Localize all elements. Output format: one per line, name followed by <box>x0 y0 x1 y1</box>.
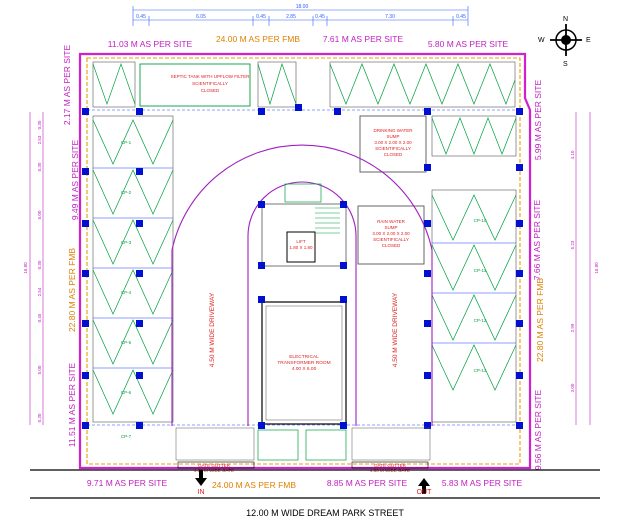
lift-label: 1.80 X 1.80 <box>289 245 313 250</box>
gate-area: GATE GUTTER 4.50 M WIDE GATE GATE GUTTER… <box>175 427 431 473</box>
drinking-water-sump: DRINKING WATER SUMP 3.00 X 2.00 X 2.00 S… <box>359 115 427 173</box>
lift-label: LIFT <box>296 239 306 244</box>
in-arrow-icon: IN <box>195 470 207 496</box>
street: 12.00 M WIDE DREAM PARK STREET <box>30 469 600 518</box>
top-dim-seg-5: 0.45 <box>315 14 325 20</box>
right-stall-label: CP-13 <box>474 368 487 373</box>
site-label-right-1: 5.99 M AS PER SITE <box>533 80 543 161</box>
site-label-top-2: 7.61 M AS PER SITE <box>323 34 404 44</box>
rain-sump-label: RAIN WATER <box>377 219 405 224</box>
top-dim-seg-7: 0.45 <box>456 14 466 20</box>
site-label-bottom-3: 5.83 M AS PER SITE <box>442 478 523 488</box>
right-dim-seg: 4.10 <box>570 150 575 159</box>
septic-label: CLOSED <box>201 88 220 93</box>
driveway-right-label: 4.50 M WIDE DRIVEWAY <box>392 292 399 367</box>
septic-label: SEPTIC TANK WITH UPFLOW FILTER <box>171 74 251 79</box>
compass-w: W <box>538 37 545 44</box>
left-dim-seg: 0.30 <box>37 260 42 269</box>
site-label-left-2: 9.49 M AS PER SITE <box>70 140 80 221</box>
transformer-label: ELECTRICAL <box>289 354 319 360</box>
left-dim-seg: 0.45 <box>37 313 42 322</box>
site-label-right-3: 9.56 M AS PER SITE <box>533 390 543 471</box>
top-dim-seg-2: 6.05 <box>196 14 206 20</box>
site-label-bottom-2: 8.85 M AS PER SITE <box>327 478 408 488</box>
drinking-sump-label: CLOSED <box>384 152 403 157</box>
left-dim-seg: 5.00 <box>37 210 42 219</box>
top-dim-overall: 18.00 <box>296 4 309 10</box>
top-dim-seg-4: 2.85 <box>286 14 296 20</box>
lift-core: LIFT 1.80 X 1.80 <box>261 183 347 267</box>
right-dim-overall: 16.80 <box>594 262 599 274</box>
compass-n: N <box>563 16 568 23</box>
left-dim-seg: 2.53 <box>37 135 42 144</box>
site-label-top-1: 11.03 M AS PER SITE <box>108 39 193 49</box>
transformer-label: TRANSFORMER ROOM <box>277 360 330 366</box>
left-stall-label: CP-1 <box>121 140 132 145</box>
transformer-label: 4.00 X 6.00 <box>292 366 317 372</box>
in-label: IN <box>198 489 205 496</box>
rain-water-sump: RAIN WATER SUMP 3.00 X 2.00 X 2.00 SCIEN… <box>357 205 425 265</box>
driveway-left-label: 4.50 M WIDE DRIVEWAY <box>209 292 216 367</box>
compass-e: E <box>586 37 591 44</box>
top-dimension-chain <box>132 6 469 26</box>
right-dim-seg: 2.99 <box>570 323 575 332</box>
site-label-left-3: 11.51 M AS PER SITE <box>67 362 77 447</box>
out-label: OUT <box>417 489 433 496</box>
left-stall-rows <box>92 119 174 415</box>
left-dim-seg: 0.30 <box>37 120 42 129</box>
site-label-top-3: 5.80 M AS PER SITE <box>428 39 509 49</box>
top-dim-seg-6: 7.30 <box>385 14 395 20</box>
right-stall-label: CP-12 <box>474 318 487 323</box>
top-dim-seg-1: 0.45 <box>136 14 146 20</box>
gate-right-label: GATE GUTTER <box>374 463 406 468</box>
gate-left-label: GATE GUTTER <box>198 463 230 468</box>
electrical-transformer-room: ELECTRICAL TRANSFORMER ROOM 4.00 X 6.00 <box>261 301 347 425</box>
left-stall-label: CP-6 <box>121 390 132 395</box>
right-dim-seg: 5.23 <box>570 240 575 249</box>
septic-label: SCIENTIFICALLY <box>192 81 228 86</box>
site-label-right-2: 7.66 M AS PER SITE <box>532 200 542 281</box>
site-label-bottom-1: 9.71 M AS PER SITE <box>87 478 168 488</box>
left-dim-overall: 16.80 <box>23 262 28 274</box>
street-label: 12.00 M WIDE DREAM PARK STREET <box>246 508 404 518</box>
compass-s: S <box>563 61 568 68</box>
site-label-left-1: 2.17 M AS PER SITE <box>62 45 72 126</box>
right-stall-label: CP-10 <box>474 218 487 223</box>
drinking-sump-label: 3.00 X 2.00 X 2.00 <box>374 140 412 145</box>
rain-sump-label: SUMP <box>384 225 397 230</box>
right-stall-label: CP-11 <box>474 268 487 273</box>
north-arrow-icon: N S W E <box>538 16 591 68</box>
left-stall-label: CP-5 <box>121 340 132 345</box>
left-stall-label: CP-7 <box>121 434 132 439</box>
site-boundary <box>78 52 532 470</box>
driveway-outer-arc <box>171 144 433 426</box>
site-label-left-fmb: 22.80 M AS PER FMB <box>67 248 77 332</box>
left-stall-label: CP-3 <box>121 240 132 245</box>
septic-tank: SEPTIC TANK WITH UPFLOW FILTER SCIENTIFI… <box>139 63 251 107</box>
site-label-right-fmb: 22.80 M AS PER FMB <box>535 278 545 362</box>
structural-columns <box>82 104 523 429</box>
right-dim-seg: 3.00 <box>570 383 575 392</box>
top-dim-seg-3: 0.45 <box>256 14 266 20</box>
left-dim-seg: 0.30 <box>37 413 42 422</box>
site-label-top-fmb: 24.00 M AS PER FMB <box>216 34 300 44</box>
left-dim-seg: 0.30 <box>37 162 42 171</box>
rain-sump-label: 3.00 X 2.00 X 2.00 <box>372 231 410 236</box>
left-stall-label: CP-2 <box>121 190 132 195</box>
drinking-sump-label: SCIENTIFICALLY <box>375 146 411 151</box>
left-parking-block: CP-1 CP-2 CP-3 CP-4 CP-5 CP-6 CP-7 <box>92 115 174 439</box>
drinking-sump-label: DRINKING WATER <box>374 128 414 133</box>
left-dim-seg: 2.54 <box>37 287 42 296</box>
rain-sump-label: CLOSED <box>382 243 401 248</box>
right-parking-block: CP-10 CP-11 CP-12 CP-13 <box>431 189 517 423</box>
rain-sump-label: SCIENTIFICALLY <box>373 237 409 242</box>
out-arrow-icon: OUT <box>417 478 433 496</box>
site-label-bottom-fmb: 24.00 M AS PER FMB <box>212 480 296 490</box>
left-stall-label: CP-4 <box>121 290 132 295</box>
left-dim-seg: 5.00 <box>37 365 42 374</box>
drinking-sump-label: SUMP <box>386 134 399 139</box>
